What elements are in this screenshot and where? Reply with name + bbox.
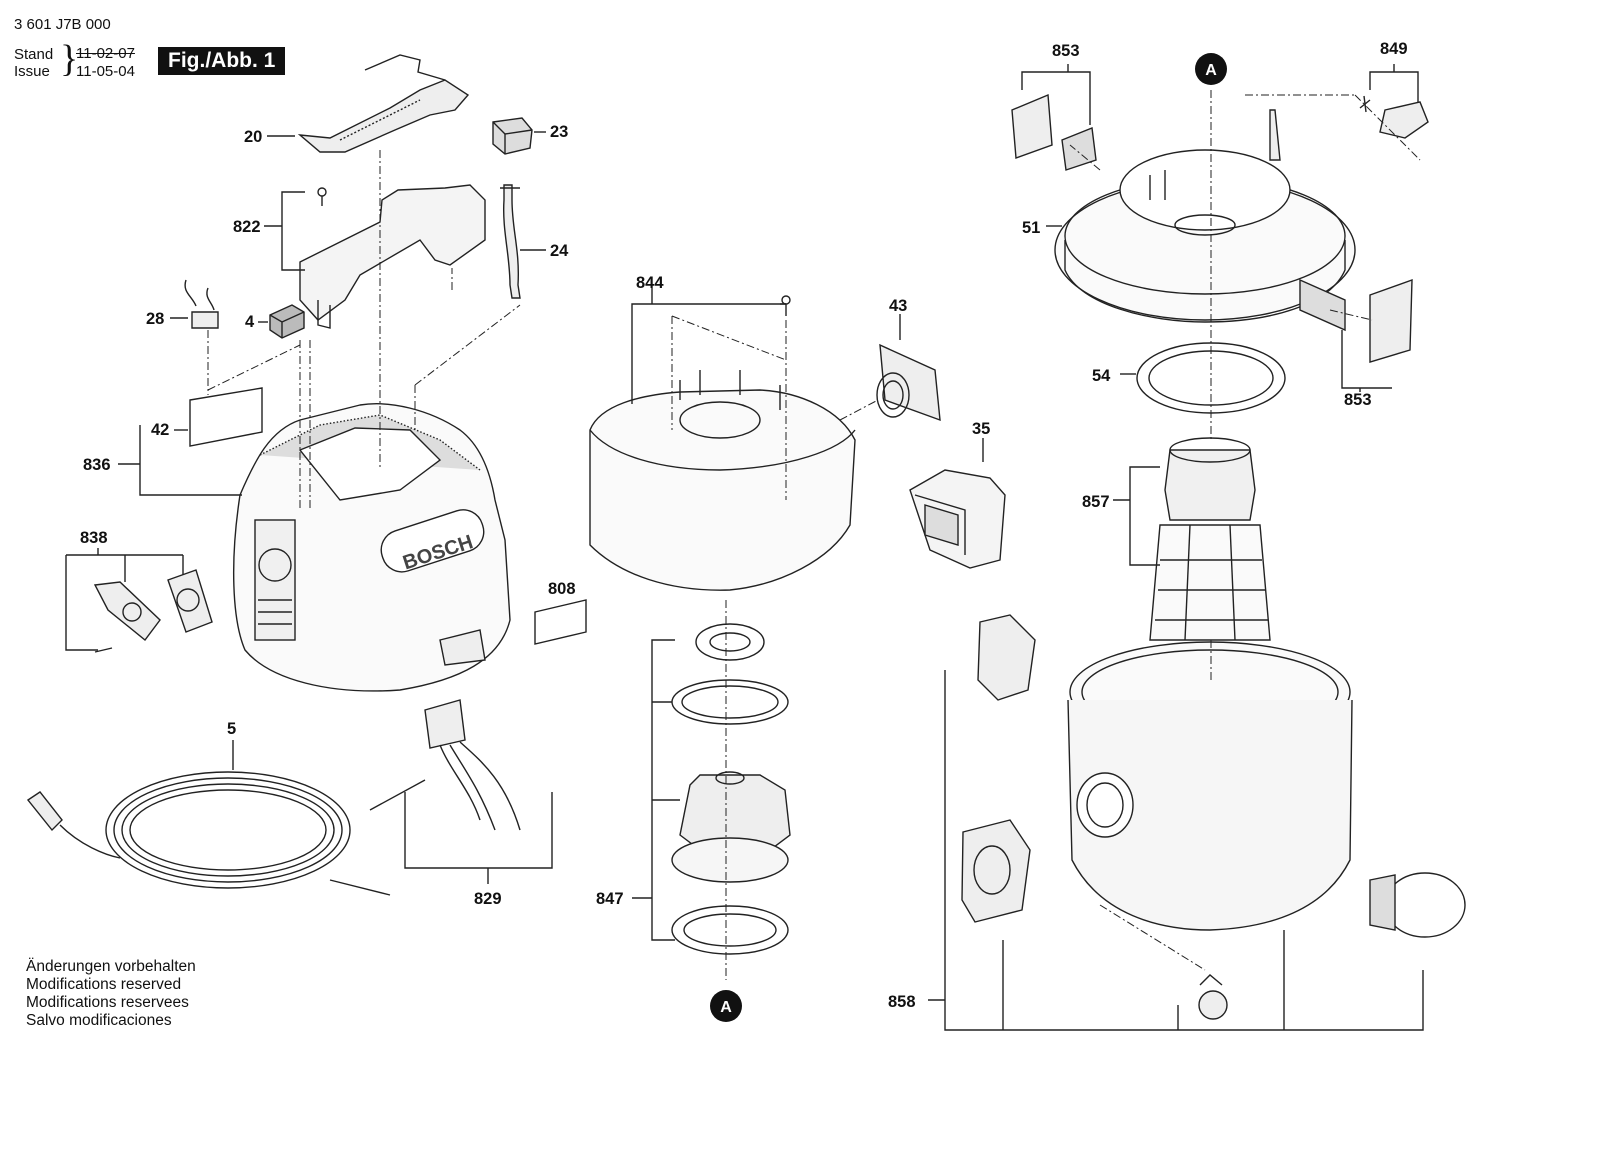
part-label-42: 42 <box>151 421 169 439</box>
stand-date: 11-02-07 <box>76 45 135 62</box>
part-label-849: 849 <box>1380 40 1408 58</box>
part-label-838: 838 <box>80 529 108 547</box>
assembly-axis-lines <box>207 90 1421 980</box>
outlet-part-43 <box>876 343 941 422</box>
part-label-54: 54 <box>1092 367 1111 385</box>
svg-text:A: A <box>1205 62 1217 79</box>
stand-label: Stand <box>14 46 54 63</box>
part-label-853-bottom: 853 <box>1344 391 1372 409</box>
filter-cage-part-857 <box>1149 437 1271 641</box>
part-label-847: 847 <box>596 890 624 908</box>
cap-part-23 <box>492 117 533 155</box>
svg-text:A: A <box>720 999 732 1016</box>
label-part-42 <box>189 387 263 447</box>
marker-a-top: A <box>1195 53 1227 85</box>
power-cord-part-5 <box>26 771 391 896</box>
handle-part-20 <box>297 54 470 153</box>
brace-glyph: } <box>60 38 79 80</box>
part-label-28: 28 <box>146 310 164 328</box>
wiring-harness-part-829 <box>369 699 521 831</box>
disclaimer-line-de: Änderungen vorbehalten <box>26 958 196 975</box>
terminal-part-28 <box>184 279 219 329</box>
part-label-844: 844 <box>636 274 664 292</box>
document-number: 3 601 J7B 000 <box>14 16 111 33</box>
filter-cover-part-35 <box>909 469 1006 569</box>
motor-assembly-part-847 <box>671 623 791 955</box>
lid-part-51 <box>1054 109 1413 363</box>
part-label-24: 24 <box>550 242 569 260</box>
container-part-858 <box>961 614 1466 1020</box>
marker-a-bottom: A <box>710 990 742 1022</box>
part-label-836: 836 <box>83 456 111 474</box>
latch-part-853-top <box>1011 93 1097 171</box>
figure-badge: Fig./Abb. 1 <box>158 47 286 75</box>
part-label-822: 822 <box>233 218 261 236</box>
disclaimer-line-es: Salvo modificaciones <box>26 1012 172 1029</box>
handle-mount-part-822 <box>299 184 486 329</box>
issue-label: Issue <box>14 63 50 80</box>
part-label-829: 829 <box>474 890 502 908</box>
disclaimer-notice: Änderungen vorbehalten Modifications res… <box>26 958 196 1030</box>
issue-date: 11-05-04 <box>76 63 135 80</box>
motor-housing-part-844 <box>589 370 856 591</box>
disclaimer-line-fr: Modifications reservees <box>26 994 189 1011</box>
part-label-857: 857 <box>1082 493 1110 511</box>
part-label-35: 35 <box>972 420 990 438</box>
part-label-43: 43 <box>889 297 907 315</box>
part-label-4: 4 <box>245 313 255 331</box>
hose-part-24 <box>500 184 521 299</box>
clip-part-849 <box>1359 95 1429 139</box>
part-label-853-top: 853 <box>1052 42 1080 60</box>
switch-part-4 <box>269 304 305 339</box>
part-label-20: 20 <box>244 128 262 146</box>
part-label-23: 23 <box>550 123 568 141</box>
socket-part-838 <box>93 569 213 653</box>
part-label-5: 5 <box>227 720 236 738</box>
disclaimer-line-en: Modifications reserved <box>26 976 182 993</box>
part-label-808: 808 <box>548 580 576 598</box>
part-label-51: 51 <box>1022 219 1040 237</box>
part-label-858: 858 <box>888 993 916 1011</box>
motor-cover-part-836: BOSCH <box>233 403 511 692</box>
label-part-808 <box>534 599 587 645</box>
